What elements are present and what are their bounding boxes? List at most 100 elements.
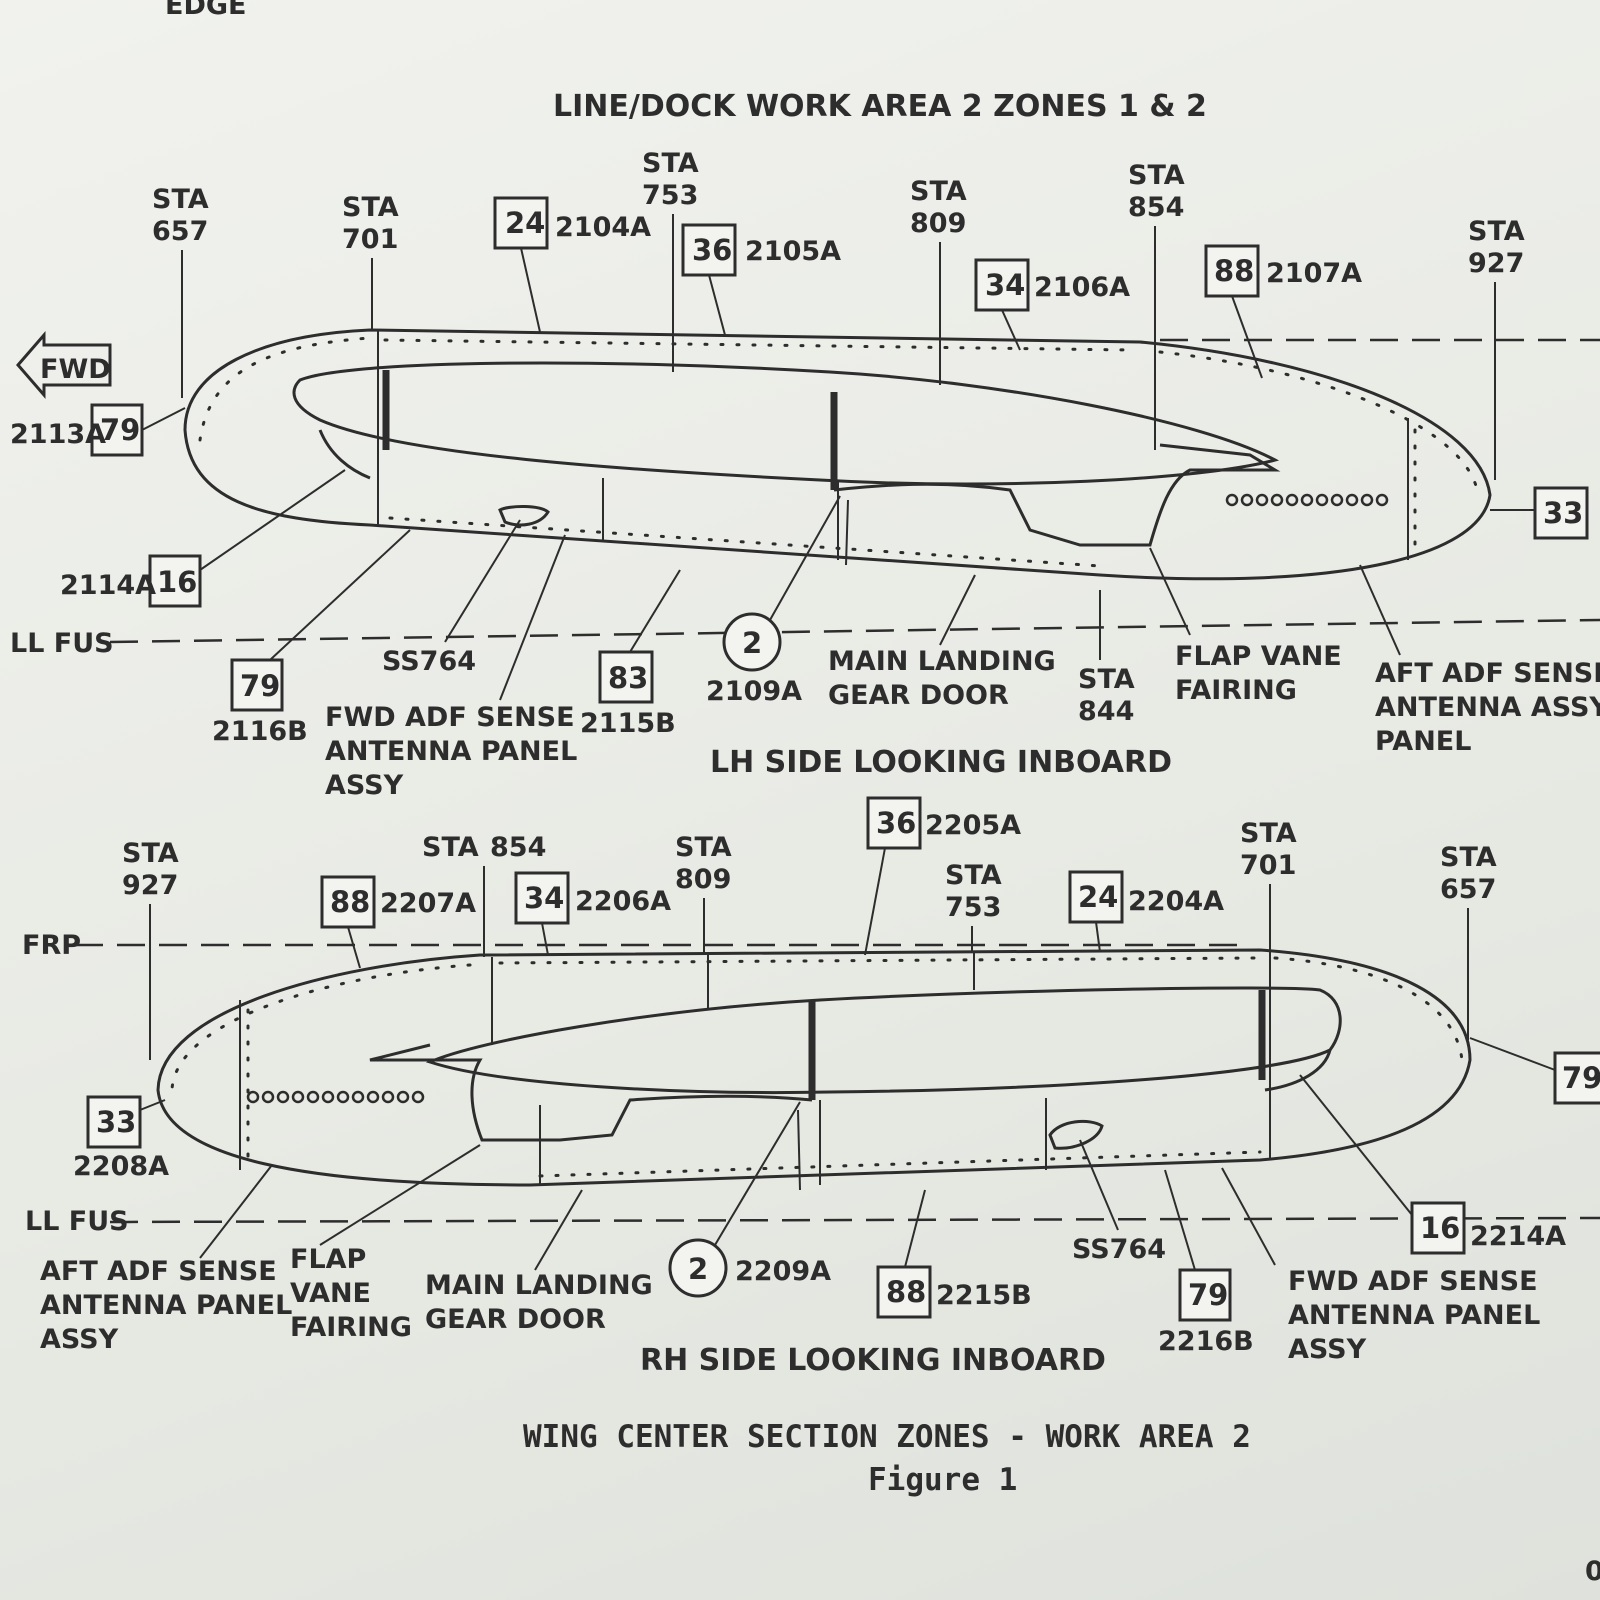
figure-caption-title: WING CENTER SECTION ZONES - WORK AREA 2 [523, 1419, 1251, 1455]
lh-ll-fus-label: LL FUS [10, 628, 114, 659]
svg-text:2113A: 2113A [10, 419, 106, 450]
svg-text:FWD ADF SENSE: FWD ADF SENSE [325, 702, 575, 733]
svg-text:16: 16 [1420, 1211, 1460, 1245]
rh-antenna-holes [246, 1090, 425, 1104]
svg-text:STA: STA [122, 838, 179, 869]
lh-station-844: STA 844 [1078, 590, 1135, 727]
rh-station-927: STA 927 [122, 838, 179, 1060]
svg-text:88: 88 [330, 885, 370, 919]
svg-text:2205A: 2205A [925, 810, 1021, 841]
fwd-arrow-icon: FWD [16, 330, 112, 400]
svg-text:MAIN LANDING: MAIN LANDING [425, 1270, 653, 1301]
svg-text:SS764: SS764 [382, 646, 476, 677]
lh-station-657: STA 657 [152, 184, 209, 398]
svg-text:2216B: 2216B [1158, 1326, 1254, 1357]
svg-text:2214A: 2214A [1470, 1221, 1566, 1252]
svg-text:STA: STA [342, 192, 399, 223]
svg-text:854: 854 [490, 832, 546, 863]
lh-panel-2106a: 34 2106A [974, 258, 1130, 351]
rh-panel-2216b: 79 2216B [1158, 1169, 1254, 1357]
rh-ll-fus-label: LL FUS [25, 1206, 129, 1237]
lh-callout-flap-vane: FLAP VANE FAIRING [1149, 547, 1342, 706]
lh-panel-33: 33 [1490, 486, 1589, 540]
svg-text:2215B: 2215B [936, 1280, 1032, 1311]
lh-callout-mlg-door: MAIN LANDING GEAR DOOR [828, 574, 1056, 711]
page-corner-mark: 0 [1585, 1556, 1600, 1587]
svg-text:2116B: 2116B [212, 716, 308, 747]
svg-text:FLAP: FLAP [290, 1244, 366, 1275]
lh-panel-2115b: 83 2115B [580, 569, 681, 739]
lh-station-701: STA 701 [342, 192, 399, 330]
svg-text:34: 34 [985, 268, 1025, 302]
svg-text:ANTENNA PANEL: ANTENNA PANEL [325, 736, 577, 767]
svg-text:STA: STA [1440, 842, 1497, 873]
svg-text:STA: STA [1240, 818, 1297, 849]
lh-panel-2109a: 2 2109A [706, 495, 841, 707]
svg-text:FAIRING: FAIRING [1175, 675, 1297, 706]
svg-text:927: 927 [1468, 248, 1524, 279]
svg-text:ANTENNA ASSY: ANTENNA ASSY [1375, 692, 1600, 723]
lh-station-854: STA 854 [1128, 160, 1185, 344]
svg-text:VANE: VANE [290, 1278, 371, 1309]
svg-text:AFT ADF SENSE: AFT ADF SENSE [40, 1256, 277, 1287]
svg-text:83: 83 [608, 661, 648, 695]
svg-text:2107A: 2107A [1266, 258, 1362, 289]
svg-text:753: 753 [642, 180, 698, 211]
svg-text:2: 2 [688, 1252, 708, 1286]
svg-text:ASSY: ASSY [325, 770, 404, 801]
rh-callout-ss764: SS764 [1072, 1139, 1166, 1265]
svg-text:657: 657 [1440, 874, 1496, 905]
svg-text:701: 701 [342, 224, 398, 255]
rh-ss764-patch [1048, 1119, 1104, 1150]
svg-text:33: 33 [1543, 496, 1583, 530]
lh-panel-2116b: 79 2116B [212, 529, 411, 747]
diagram-title: LINE/DOCK WORK AREA 2 ZONES 1 & 2 [553, 89, 1207, 124]
svg-text:GEAR DOOR: GEAR DOOR [828, 680, 1009, 711]
svg-text:88: 88 [886, 1275, 926, 1309]
svg-text:2109A: 2109A [706, 676, 802, 707]
lh-station-927: STA 927 [1468, 216, 1525, 480]
rh-inner-contour [425, 986, 1342, 1095]
svg-text:STA: STA [642, 148, 699, 179]
svg-text:657: 657 [152, 216, 208, 247]
lh-callout-fwd-adf: FWD ADF SENSE ANTENNA PANEL ASSY [325, 534, 577, 801]
svg-text:FLAP VANE: FLAP VANE [1175, 641, 1342, 672]
svg-text:FAIRING: FAIRING [290, 1312, 412, 1343]
lh-station-809: STA 809 [910, 176, 967, 338]
lh-panel-2114a: 16 2114A [60, 469, 346, 608]
svg-text:79: 79 [240, 669, 280, 703]
lh-panel-2104a: 24 2104A [493, 196, 651, 333]
svg-text:FWD ADF SENSE: FWD ADF SENSE [1288, 1266, 1538, 1297]
svg-text:24: 24 [505, 206, 545, 240]
lh-inner-contour [292, 361, 1280, 486]
svg-text:927: 927 [122, 870, 178, 901]
figure-caption-number: Figure 1 [868, 1462, 1017, 1498]
svg-text:STA: STA [1078, 664, 1135, 695]
svg-text:33: 33 [96, 1105, 136, 1139]
svg-text:MAIN LANDING: MAIN LANDING [828, 646, 1056, 677]
svg-text:2105A: 2105A [745, 236, 841, 267]
rh-callout-mlg-door: MAIN LANDING GEAR DOOR [425, 1189, 653, 1335]
lh-panel-2105a: 36 2105A [681, 223, 841, 336]
rh-wing-body-outline [156, 948, 1472, 1187]
rh-frp-label: FRP [22, 930, 81, 961]
svg-text:809: 809 [675, 864, 731, 895]
svg-text:ASSY: ASSY [40, 1324, 119, 1355]
rh-callout-aft-adf: AFT ADF SENSE ANTENNA PANEL ASSY [40, 1164, 292, 1355]
rh-panel-2215b: 88 2215B [876, 1189, 1032, 1319]
lh-ss764-patch [498, 505, 550, 527]
svg-text:2104A: 2104A [555, 212, 651, 243]
lh-antenna-holes [1225, 493, 1389, 507]
lh-panel-2113a: 79 2113A [10, 403, 186, 457]
rh-callout-flap-vane: FLAP VANE FAIRING [290, 1144, 481, 1343]
rh-side-view: FRP LL FUS STA 927 STA 854 STA 809 STA 7… [22, 796, 1600, 1378]
lh-ll-fus-line [109, 618, 1600, 644]
svg-text:79: 79 [1188, 1278, 1228, 1312]
svg-text:GEAR DOOR: GEAR DOOR [425, 1304, 606, 1335]
rh-station-809: STA 809 [675, 832, 732, 955]
rh-panel-2207a: 88 2207A [320, 875, 476, 969]
svg-text:STA: STA [675, 832, 732, 863]
svg-text:79: 79 [1562, 1061, 1600, 1095]
